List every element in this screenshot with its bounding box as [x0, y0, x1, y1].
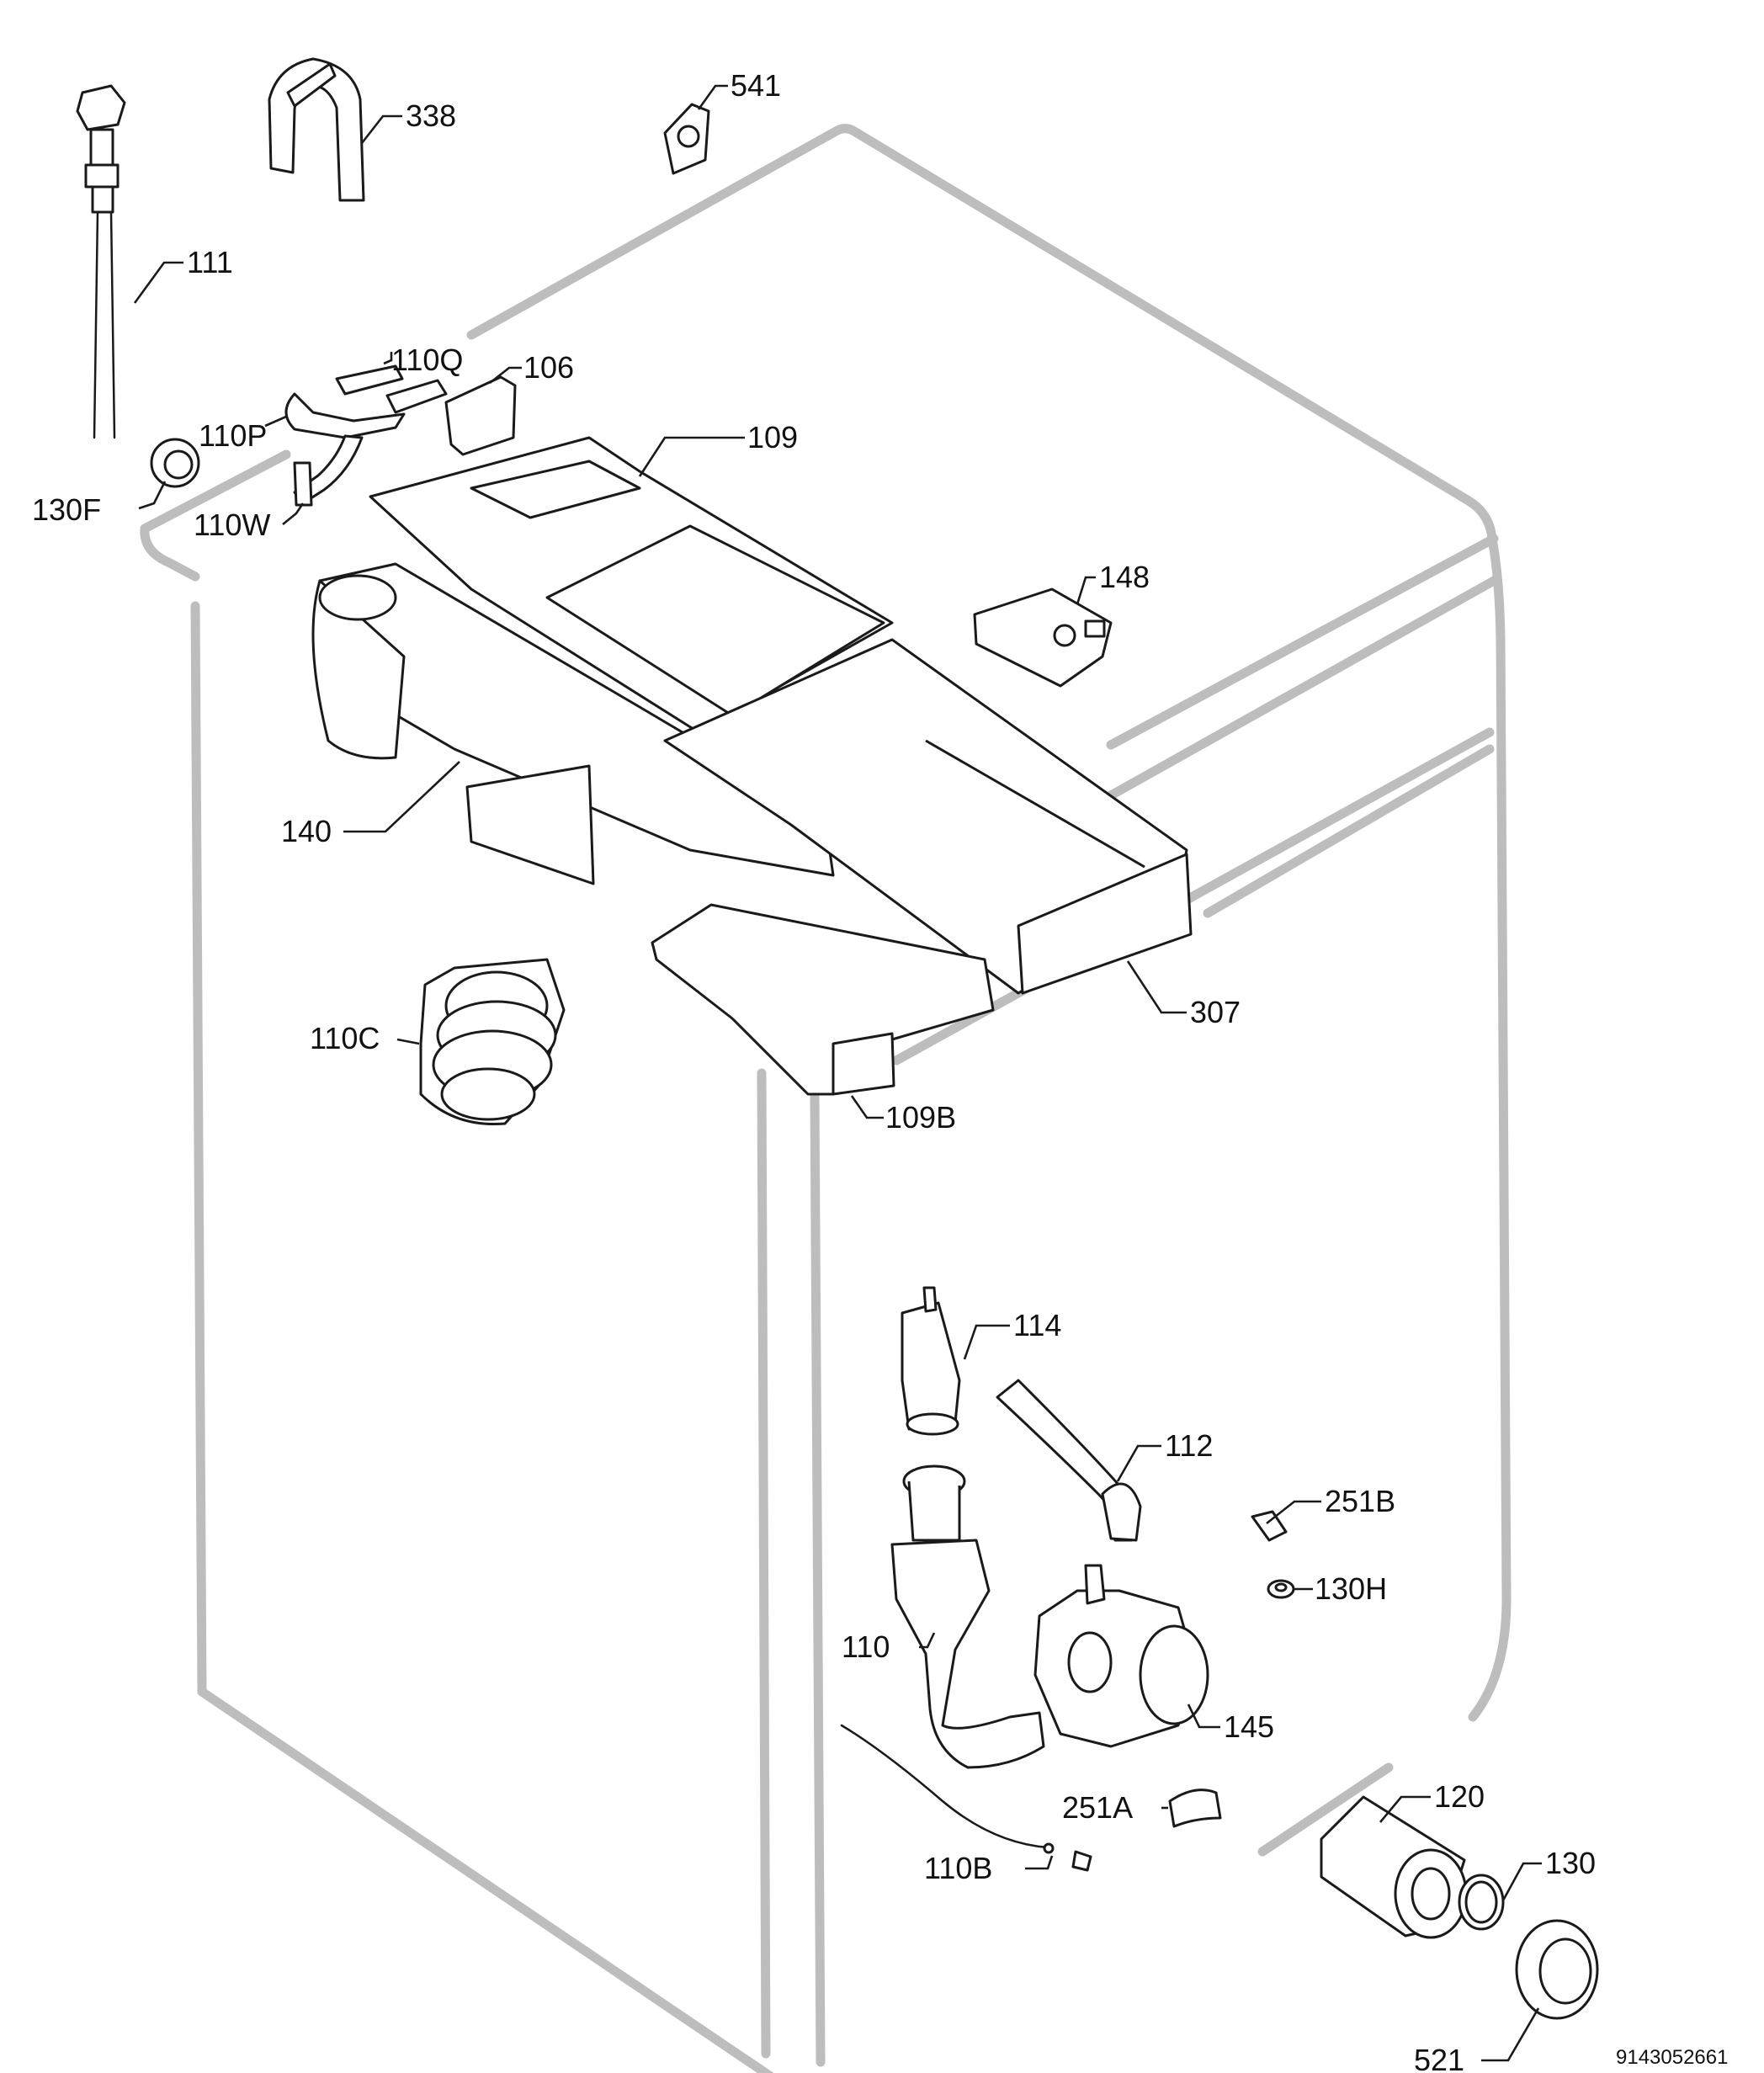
callout-110w: 110W [194, 508, 270, 542]
part-541-bracket [663, 103, 710, 175]
part-114-pressure-chamber [901, 1286, 961, 1436]
part-145-drain-pump [1033, 1564, 1209, 1748]
callout-338: 338 [406, 98, 456, 133]
part-112-corrugated-hose [996, 1379, 1142, 1542]
callout-130h: 130H [1315, 1571, 1387, 1606]
callout-120: 120 [1434, 1779, 1485, 1814]
callout-521: 521 [1414, 2043, 1464, 2073]
callout-251b: 251B [1325, 1484, 1395, 1518]
part-111-inlet-hose [76, 84, 126, 439]
callout-114: 114 [1013, 1308, 1061, 1342]
part-106-inlet-valve [284, 364, 517, 507]
part-110b-wire [840, 1724, 1092, 1872]
part-110c-bellows-hose [419, 958, 566, 1126]
catalog-number: 9143052661 [1616, 2046, 1728, 2069]
callout-110: 110 [842, 1629, 890, 1664]
part-148-cover [973, 587, 1113, 688]
part-338-hose-guide [268, 57, 365, 202]
callout-148: 148 [1099, 560, 1150, 594]
part-251a-clip [1168, 1789, 1222, 1828]
part-109b-dispenser-bottom [651, 903, 995, 1096]
part-130f-nut [150, 438, 200, 488]
callout-110q: 110Q [391, 343, 463, 377]
part-109-dispenser-housing [369, 436, 894, 734]
callout-307: 307 [1190, 995, 1241, 1029]
callout-130: 130 [1545, 1846, 1596, 1880]
callout-110b: 110B [924, 1851, 992, 1885]
callout-140: 140 [281, 814, 332, 848]
part-140-dispenser-body [311, 562, 835, 885]
cabinet-outline [140, 124, 1512, 2073]
callout-130f: 130F [32, 492, 101, 527]
part-130-o-ring [1458, 1874, 1505, 1931]
callout-251a: 251A [1062, 1790, 1133, 1825]
part-110-sump-hose [890, 1464, 1045, 1769]
callout-145: 145 [1224, 1709, 1274, 1744]
leader-lines [133, 84, 1542, 2062]
part-307-detergent-drawer [663, 638, 1193, 995]
callout-106: 106 [523, 350, 574, 385]
callout-110p: 110P [199, 418, 267, 453]
callout-111: 111 [187, 245, 233, 279]
callout-110c: 110C [310, 1021, 380, 1055]
part-251b-clip [1251, 1510, 1288, 1542]
callout-541: 541 [731, 68, 781, 103]
part-521-filter-cap [1515, 1919, 1599, 2020]
callout-labels: 111 338 541 110Q 106 110P 109 130F 110W … [32, 68, 1728, 2073]
callout-112: 112 [1165, 1428, 1213, 1463]
part-120-filter [1320, 1795, 1468, 1939]
part-130h-grommet [1267, 1579, 1295, 1599]
callout-109b: 109B [885, 1100, 956, 1135]
callout-109: 109 [747, 420, 798, 454]
